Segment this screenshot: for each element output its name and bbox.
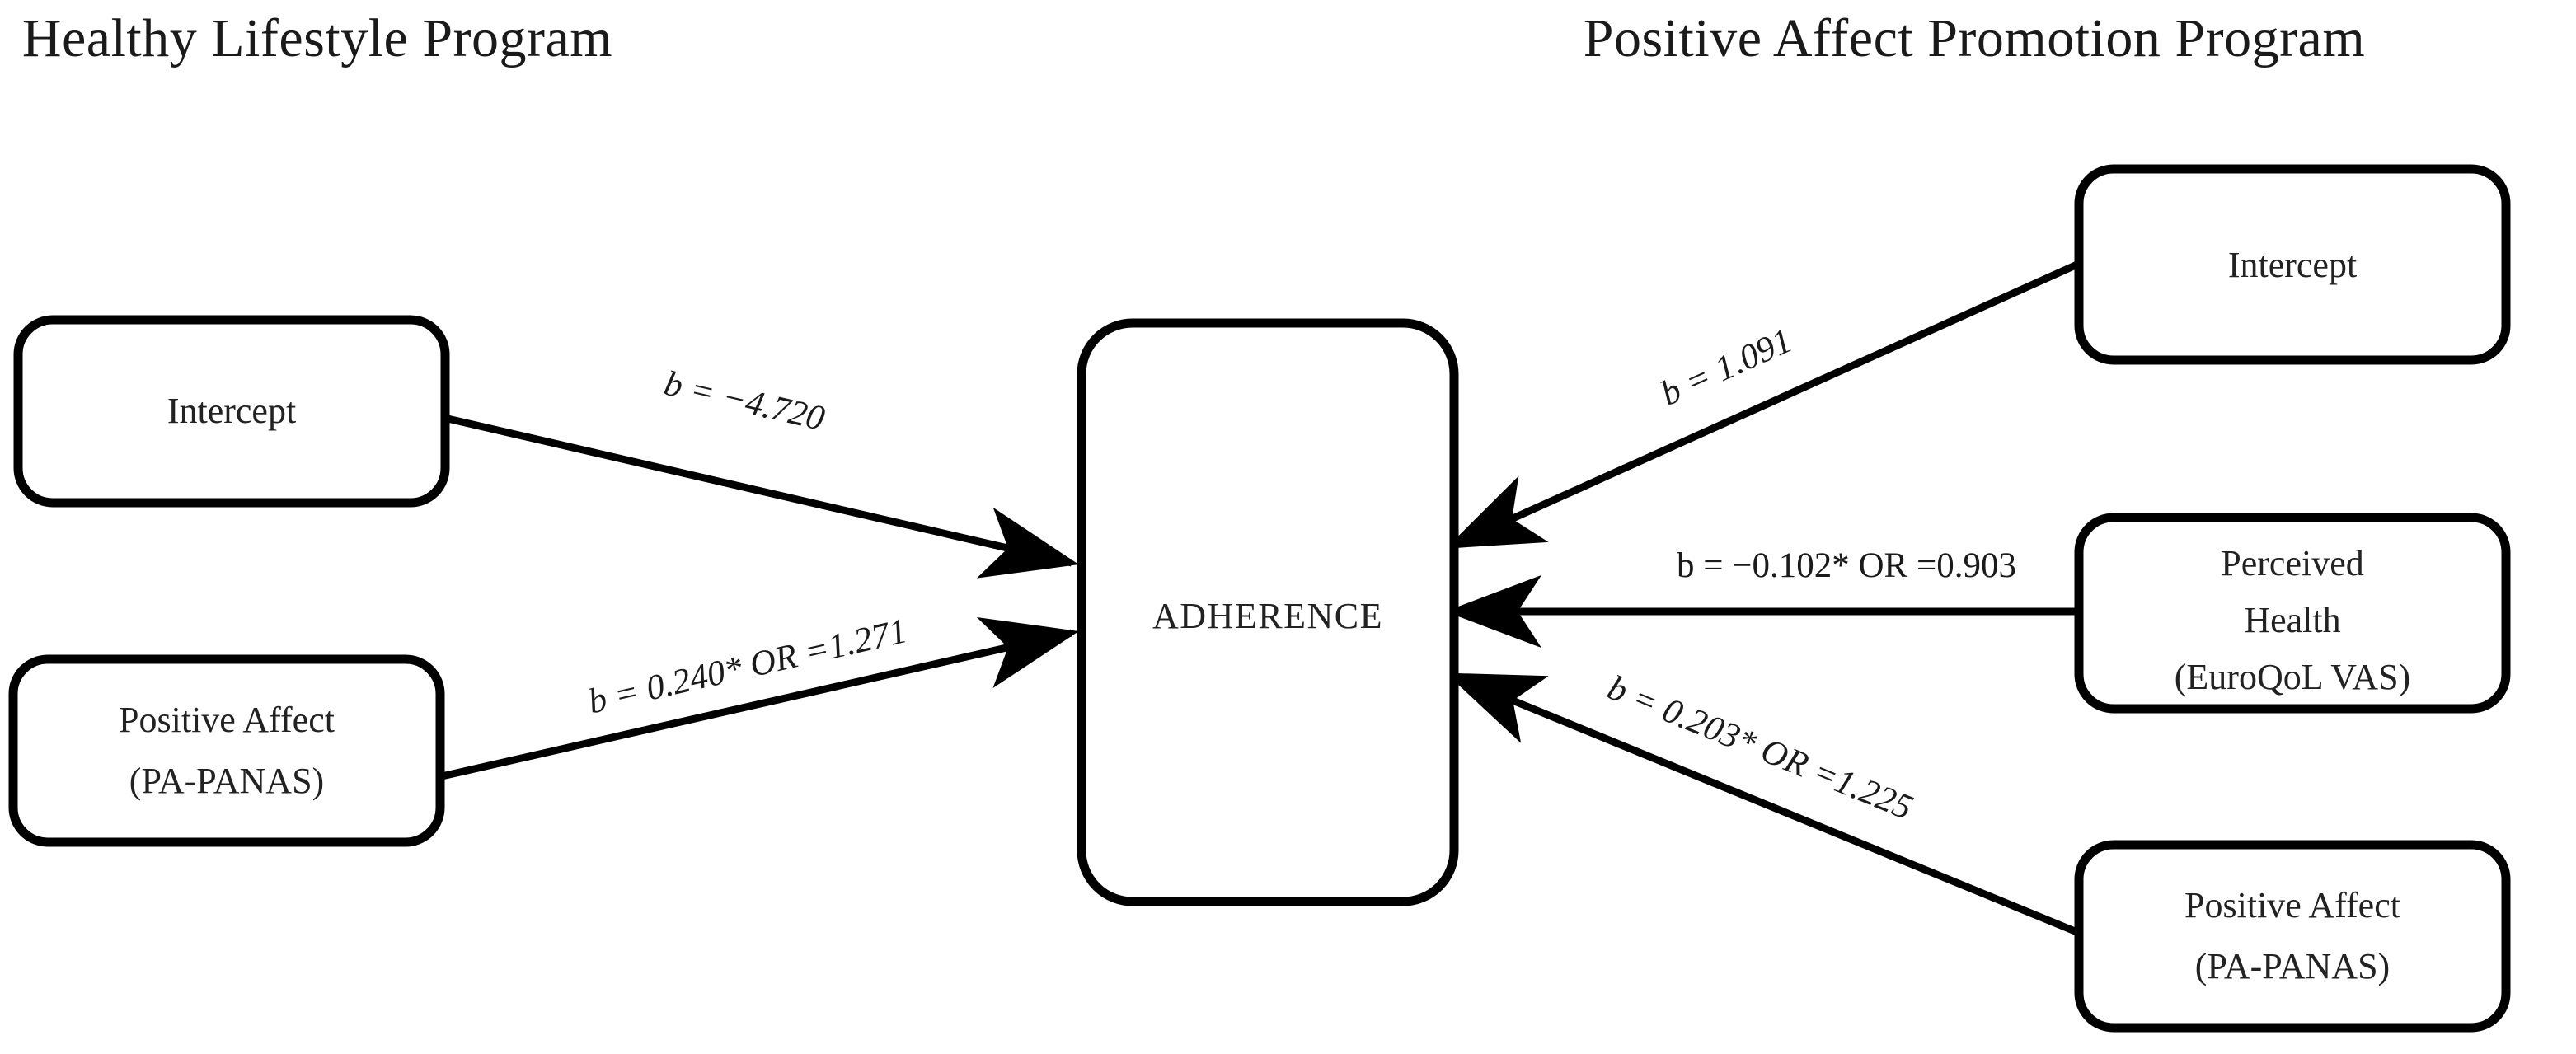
edge-right-perceived-health: b = −0.102* OR =0.903 xyxy=(1445,546,2079,649)
edge-left-positive-affect: b = 0.240* OR =1.271 xyxy=(441,611,1079,780)
node-right-perceived-health-line2: Health xyxy=(2244,600,2340,640)
node-right-perceived-health-line3: (EuroQoL VAS) xyxy=(2175,657,2410,697)
edge-left-intercept-line xyxy=(446,415,1079,579)
node-adherence-box[interactable] xyxy=(1077,318,1459,906)
node-left-intercept[interactable]: Intercept xyxy=(13,315,450,508)
node-right-positive-affect-line2: (PA-PANAS) xyxy=(2195,946,2390,986)
title-right-program: Positive Affect Promotion Program xyxy=(1584,8,2365,68)
node-right-intercept-label: Intercept xyxy=(2228,245,2357,285)
edge-right-intercept: b = 1.091 xyxy=(1445,260,2081,550)
node-right-positive-affect-box[interactable] xyxy=(2074,840,2511,1033)
node-left-intercept-box[interactable] xyxy=(13,315,450,508)
node-right-intercept[interactable]: Intercept xyxy=(2074,164,2511,365)
node-left-intercept-label: Intercept xyxy=(167,391,296,431)
node-left-positive-affect[interactable]: Positive Affect (PA-PANAS) xyxy=(8,654,445,847)
node-right-perceived-health-box[interactable] xyxy=(2074,513,2511,714)
node-right-positive-affect-line1: Positive Affect xyxy=(2184,885,2400,925)
node-adherence-label: ADHERENCE xyxy=(1152,596,1383,636)
edge-left-positive-affect-line xyxy=(441,616,1079,780)
node-left-positive-affect-line1: Positive Affect xyxy=(119,700,335,740)
node-right-positive-affect[interactable]: Positive Affect (PA-PANAS) xyxy=(2074,840,2511,1033)
title-left-program: Healthy Lifestyle Program xyxy=(22,8,612,68)
edge-left-intercept: b = −4.720 xyxy=(446,364,1079,579)
node-left-positive-affect-line2: (PA-PANAS) xyxy=(129,761,324,801)
node-right-intercept-box[interactable] xyxy=(2074,164,2511,365)
edge-right-positive-affect: b = 0.203* OR =1.225 xyxy=(1445,668,2081,937)
edge-right-perceived-health-label: b = −0.102* OR =0.903 xyxy=(1677,546,2016,585)
node-right-perceived-health-line1: Perceived xyxy=(2221,543,2363,583)
edge-right-positive-affect-line xyxy=(1445,672,2081,937)
node-right-perceived-health[interactable]: Perceived Health (EuroQoL VAS) xyxy=(2074,513,2511,714)
node-adherence[interactable]: ADHERENCE xyxy=(1077,318,1459,906)
edge-left-intercept-label: b = −4.720 xyxy=(660,364,828,438)
node-left-positive-affect-box[interactable] xyxy=(8,654,445,847)
edge-right-intercept-line xyxy=(1445,260,2081,550)
